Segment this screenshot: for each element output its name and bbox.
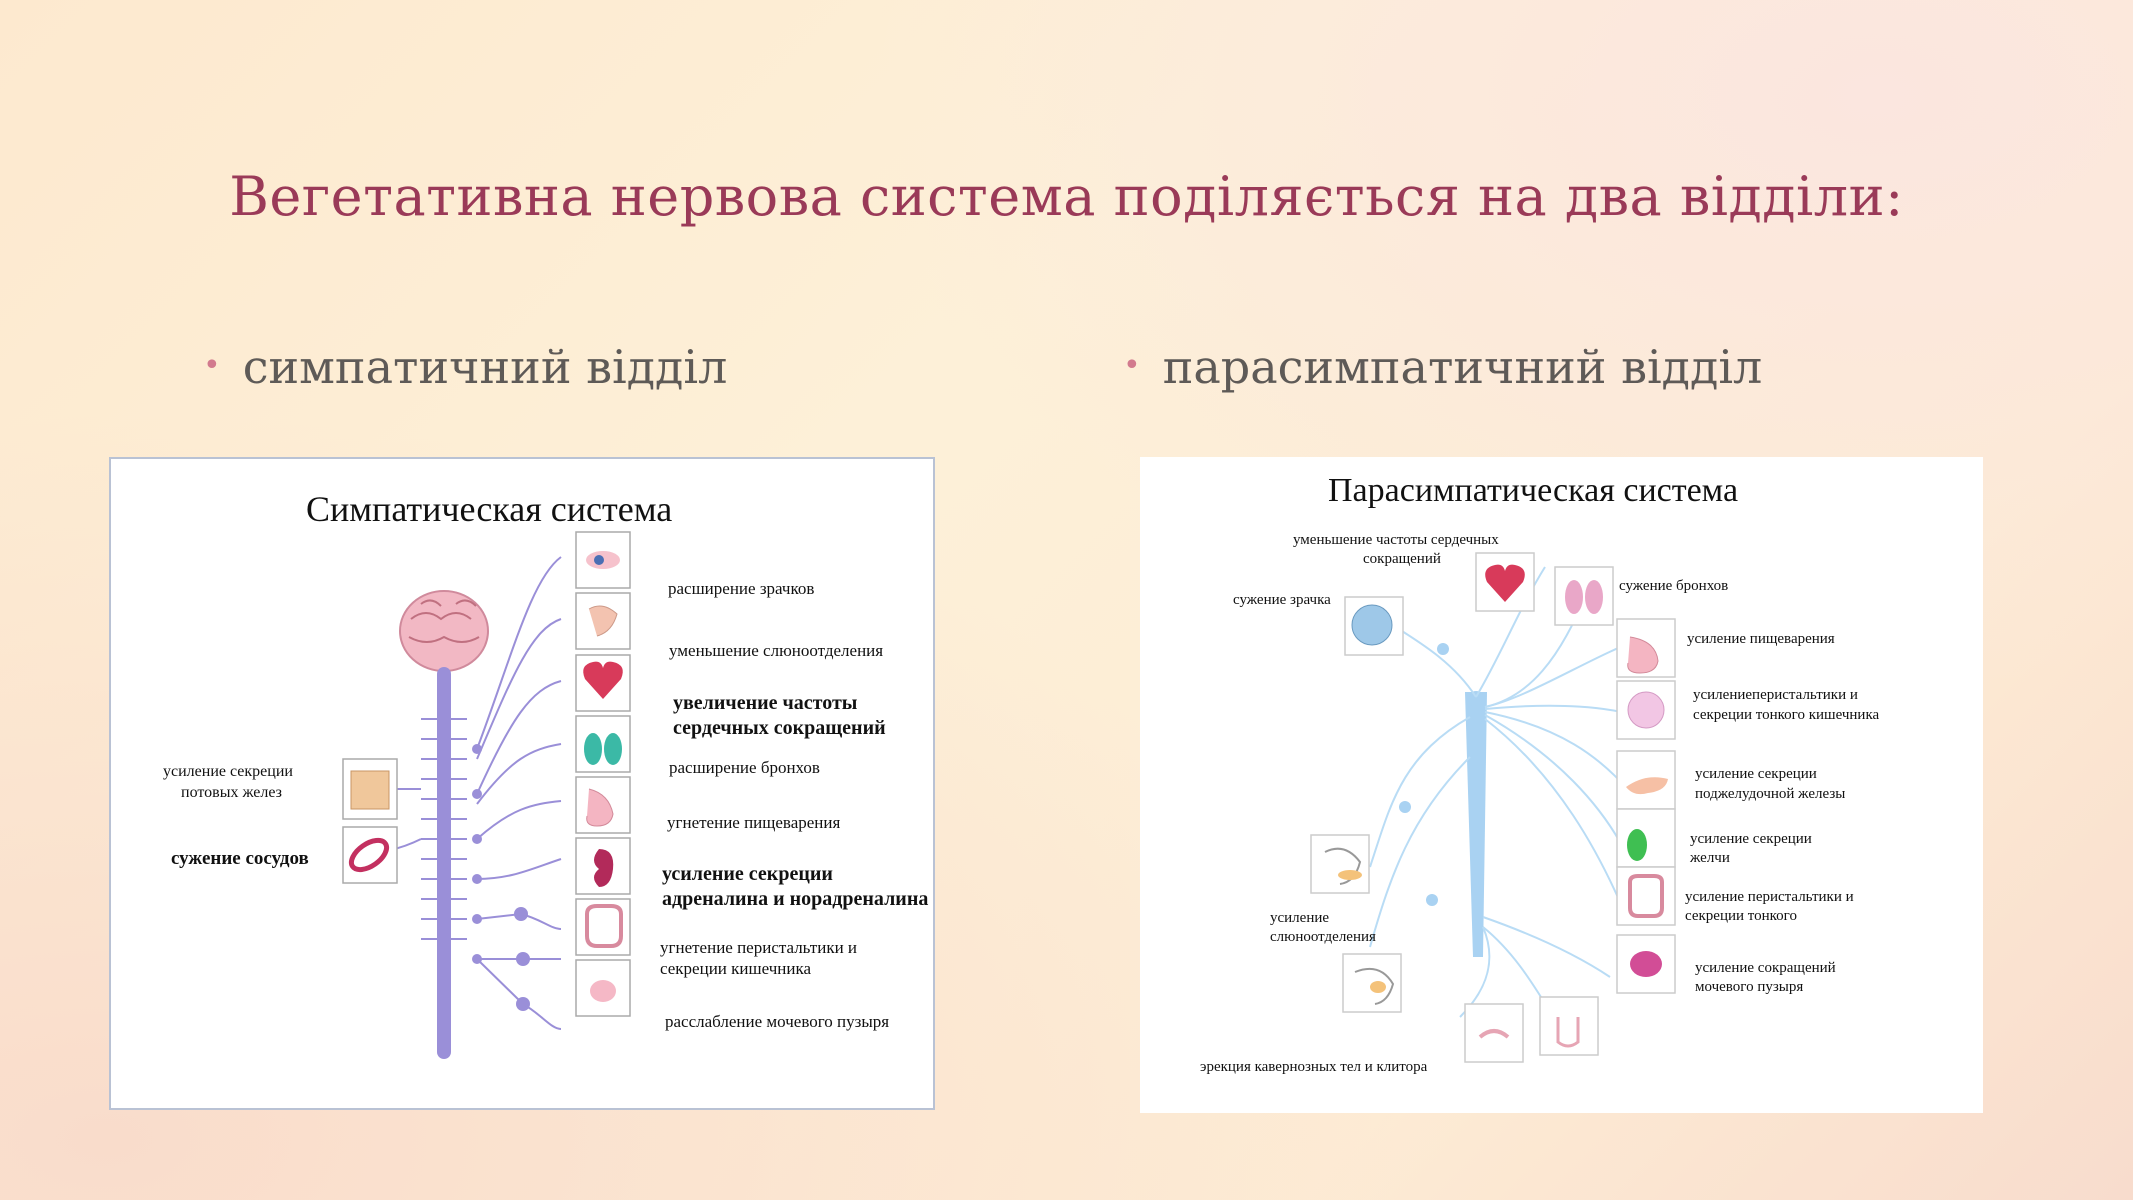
label-vasoconstriction: сужение сосудов [171, 848, 309, 869]
label-pupil-constriction: сужение зрачка [1233, 592, 1331, 608]
heart-icon [1485, 564, 1525, 602]
label-bronchi-dilation: расширение бронхов [669, 758, 820, 777]
pancreas-icon [1626, 777, 1668, 795]
nerve-fibers [1369, 566, 1646, 1028]
stomach-icon [586, 788, 614, 827]
lungs-icon [584, 733, 622, 765]
label-heart-rate-2: сердечных сокращений [673, 717, 886, 739]
small-intestine-icon [1627, 691, 1665, 729]
spinal-cord [437, 667, 451, 1059]
skin-icon [350, 770, 390, 810]
bullet-dot-icon: • [203, 347, 221, 383]
slide-title: Вегетативна нервова система поділяється … [229, 165, 1904, 228]
label-bladder-1: усиление сокращений [1695, 960, 1836, 976]
bullet-sympathetic: • симпатичний відділ [203, 340, 727, 394]
nerve-branches [421, 718, 467, 940]
mouth-icon [588, 605, 618, 637]
label-bladder-relax: расслабление мочевого пузыря [665, 1012, 889, 1031]
sympathetic-heading: Симпатическая система [306, 489, 672, 529]
label-erection: эрекция кавернозных тел и клитора [1200, 1059, 1428, 1075]
stomach-icon [1627, 636, 1659, 674]
parasympathetic-diagram: Парасимпатическая система [1140, 457, 1983, 1113]
lungs-icon [1565, 580, 1603, 614]
head-icon [1354, 968, 1395, 1005]
organ-icons [1324, 564, 1668, 1048]
sympathetic-diagram: Симпатическая система [109, 457, 935, 1110]
label-heart-rate-1: уменьшение частоты сердечных [1293, 532, 1499, 548]
label-colon-2: секреции тонкого [1685, 908, 1797, 924]
spinal-cord [1465, 692, 1487, 957]
label-colon-1: усиление перистальтики и [1685, 889, 1854, 905]
brain-icon [399, 590, 489, 672]
label-digestion-increase: усиление пищеварения [1687, 631, 1835, 647]
colon-icon [1628, 874, 1664, 918]
label-salivation-2: слюноотделения [1270, 929, 1376, 945]
gallbladder-icon [1627, 829, 1647, 861]
reproductive-icon [1478, 1029, 1510, 1039]
bladder-icon [590, 980, 616, 1002]
bullet-parasympathetic: • парасимпатичний відділ [1123, 340, 1762, 394]
face-icon [1324, 847, 1362, 885]
bullet-text: симпатичний відділ [242, 340, 728, 394]
label-digestion-inhibition: угнетение пищеварения [667, 813, 841, 832]
parasympathetic-heading: Парасимпатическая система [1328, 472, 1738, 509]
label-salivation-decrease: уменьшение слюноотделения [669, 641, 883, 660]
eye-icon [1351, 604, 1393, 646]
bullet-dot-icon: • [1123, 347, 1141, 383]
label-adrenaline-1: усиление секреции [662, 863, 833, 885]
sympathetic-svg: Симпатическая система [163, 489, 928, 1059]
label-bile-2: желчи [1689, 850, 1730, 866]
kidney-icon [594, 849, 614, 887]
parasympathetic-svg: Парасимпатическая система [1200, 472, 1880, 1075]
label-small-intestine-1: усилениеперистальтики и [1693, 687, 1858, 703]
label-small-intestine-2: секреции тонкого кишечника [1693, 707, 1880, 723]
vessel-icon [348, 837, 390, 873]
label-pancreas-2: поджелудочной железы [1695, 786, 1845, 802]
reproductive-icon-2 [1556, 1017, 1580, 1048]
label-pancreas-1: усиление секреции [1695, 766, 1817, 782]
ganglia [1399, 643, 1449, 906]
label-heart-rate-1: увеличение частоты [673, 692, 858, 714]
label-peristalsis-1: угнетение перистальтики и [660, 938, 857, 957]
label-adrenaline-2: адреналина и норадреналина [662, 888, 928, 910]
label-bile-1: усиление секреции [1690, 831, 1812, 847]
label-sweat-1: усиление секреции [163, 763, 293, 780]
organ-boxes [575, 531, 631, 1017]
label-bladder-2: мочевого пузыря [1695, 979, 1803, 995]
intestine-icon [585, 904, 623, 948]
organ-icons [583, 551, 623, 1002]
label-bronchi-constriction: сужение бронхов [1619, 578, 1728, 594]
bladder-icon [1630, 951, 1662, 977]
heart-icon [583, 661, 623, 699]
label-peristalsis-2: секреции кишечника [660, 959, 811, 978]
bullet-text: парасимпатичний відділ [1162, 340, 1763, 394]
label-salivation-1: усиление [1270, 910, 1329, 926]
label-sweat-2: потовых желез [181, 784, 282, 801]
label-pupil-dilation: расширение зрачков [668, 579, 814, 598]
label-heart-rate-2: сокращений [1363, 551, 1441, 567]
